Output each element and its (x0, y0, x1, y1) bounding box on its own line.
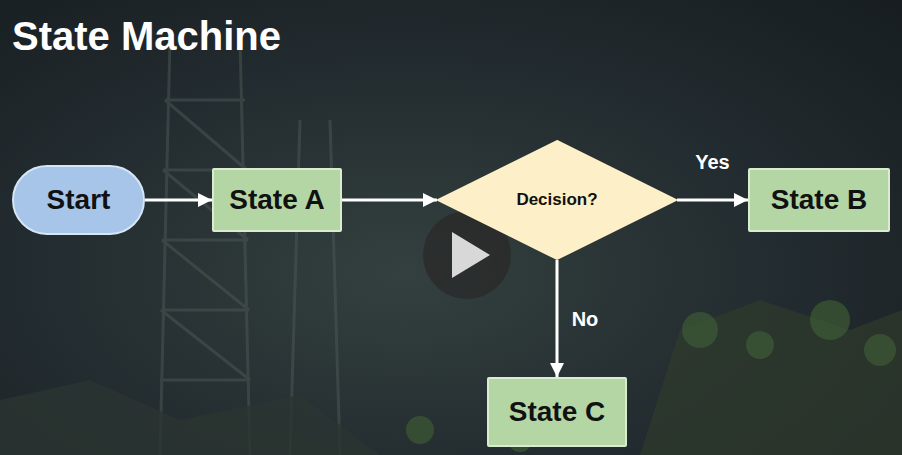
node-label: Start (47, 184, 111, 216)
state-box: State B (748, 168, 890, 232)
node-label: State B (771, 184, 867, 216)
start-terminal: Start (12, 165, 145, 235)
state-box: State A (212, 168, 342, 232)
arrow-connector (677, 199, 748, 202)
node-label: Decision? (516, 190, 597, 210)
decision-diamond: Decision? (437, 140, 677, 260)
arrow-connector (342, 199, 437, 202)
arrow-connector (145, 199, 212, 202)
arrow-connector (556, 260, 559, 377)
slide-title: State Machine (12, 14, 281, 58)
node-label: State A (229, 184, 324, 216)
state-box: State C (487, 377, 627, 447)
edge-label: No (572, 307, 599, 330)
edge-label: Yes (695, 151, 729, 174)
node-label: State C (509, 396, 605, 428)
